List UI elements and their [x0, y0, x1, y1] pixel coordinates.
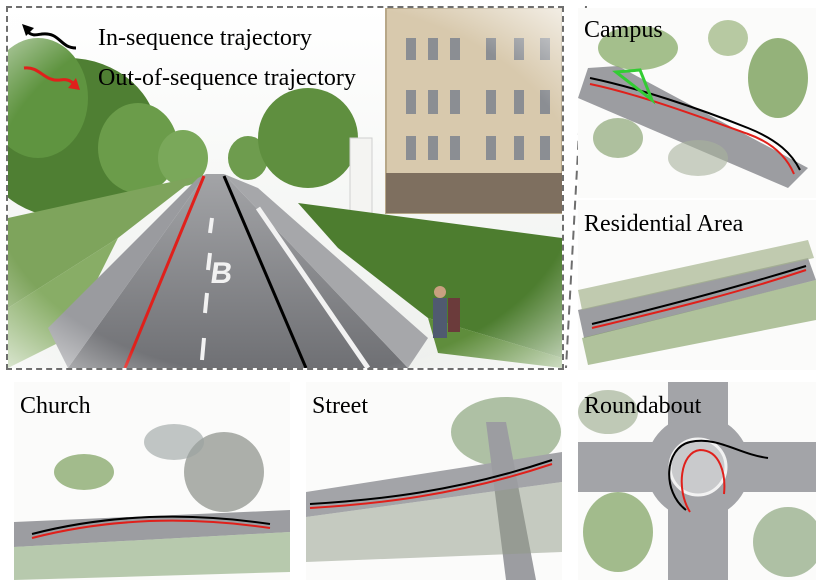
- campus-panel: Campus: [578, 8, 816, 198]
- camera-frustum-icon: [612, 68, 656, 105]
- legend-out-of-sequence: [20, 62, 82, 92]
- roundabout-label: Roundabout: [584, 393, 702, 419]
- street-map-image: [306, 382, 562, 580]
- street-label: Street: [312, 393, 368, 419]
- red-curved-arrow-icon: [23, 66, 80, 90]
- campus-map-image: [578, 8, 816, 198]
- street-panel: Street: [306, 382, 562, 580]
- legend-out-of-sequence-label: Out-of-sequence trajectory: [98, 65, 356, 91]
- residential-label: Residential Area: [584, 211, 744, 237]
- church-map-image: [14, 382, 290, 580]
- street-view-panel: B In-sequence trajectory Out-of-sequence…: [8, 8, 562, 368]
- legend-in-sequence-label: In-sequence trajectory: [98, 25, 312, 51]
- church-panel: Church: [14, 382, 290, 580]
- residential-panel: Residential Area: [578, 200, 816, 370]
- church-label: Church: [20, 393, 91, 419]
- legend-in-sequence: [20, 22, 82, 52]
- residential-map-image: [578, 200, 816, 370]
- campus-label: Campus: [584, 17, 663, 43]
- street-view-image: B: [8, 8, 562, 368]
- roundabout-panel: Roundabout: [578, 382, 816, 580]
- black-curved-arrow-icon: [22, 24, 77, 50]
- roundabout-map-image: [578, 382, 816, 580]
